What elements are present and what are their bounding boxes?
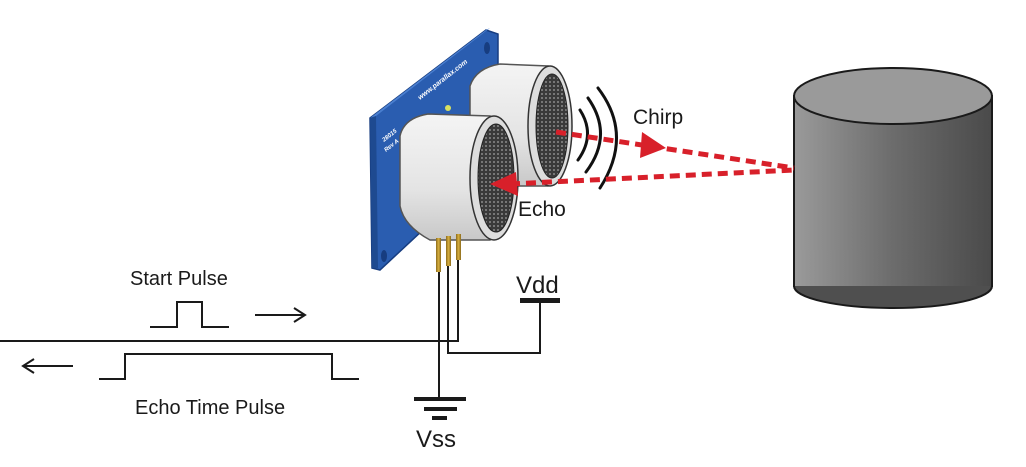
pin-vdd [446, 236, 451, 266]
start-pulse-label: Start Pulse [130, 268, 228, 290]
status-led [445, 105, 451, 111]
vdd-wire [447, 266, 541, 354]
arrow-right-icon [255, 307, 307, 323]
sensor-pins [436, 234, 461, 272]
chirp-dashed-line [555, 129, 795, 171]
vdd-label: Vdd [516, 272, 559, 299]
echo-signal-arrow [490, 167, 795, 196]
receiver-transducer [399, 113, 519, 241]
ground-bar-2 [424, 407, 457, 411]
ground-bar-3 [432, 416, 447, 420]
pcb-side-edge [370, 116, 378, 268]
start-pulse-line [150, 301, 229, 328]
transmitter-mesh [535, 73, 569, 179]
cylinder-bottom-fill [795, 250, 991, 286]
chirp-arrowhead-icon [640, 132, 666, 158]
chirp-label: Chirp [633, 106, 683, 129]
cylinder-top [793, 67, 993, 125]
ground-bar-1 [414, 397, 466, 401]
chirp-signal-arrow [555, 129, 795, 171]
mount-hole-bottom [381, 250, 387, 262]
pin-gnd [436, 238, 441, 272]
sound-wave-2 [584, 96, 602, 174]
ground-symbol-icon: Vss [414, 397, 466, 453]
sound-wave-1 [576, 108, 589, 162]
pcb-top-edge [370, 28, 490, 118]
vdd-bar [520, 298, 560, 303]
mount-hole-top [484, 42, 490, 54]
vdd-symbol: Vdd [516, 272, 560, 303]
echo-time-pulse-label: Echo Time Pulse [135, 397, 285, 419]
echo-pulse-line [99, 353, 359, 380]
echo-time-pulse-waveform: Echo Time Pulse [21, 353, 359, 419]
start-pulse-waveform: Start Pulse [130, 268, 307, 328]
arrow-left-icon [21, 358, 73, 374]
vss-label: Vss [416, 426, 456, 453]
wiring [0, 260, 541, 398]
target-object-cylinder [793, 67, 993, 309]
signal-wire [0, 260, 459, 342]
echo-label: Echo [518, 198, 566, 221]
echo-arrowhead-icon [490, 172, 518, 196]
pin-sig [456, 234, 461, 260]
